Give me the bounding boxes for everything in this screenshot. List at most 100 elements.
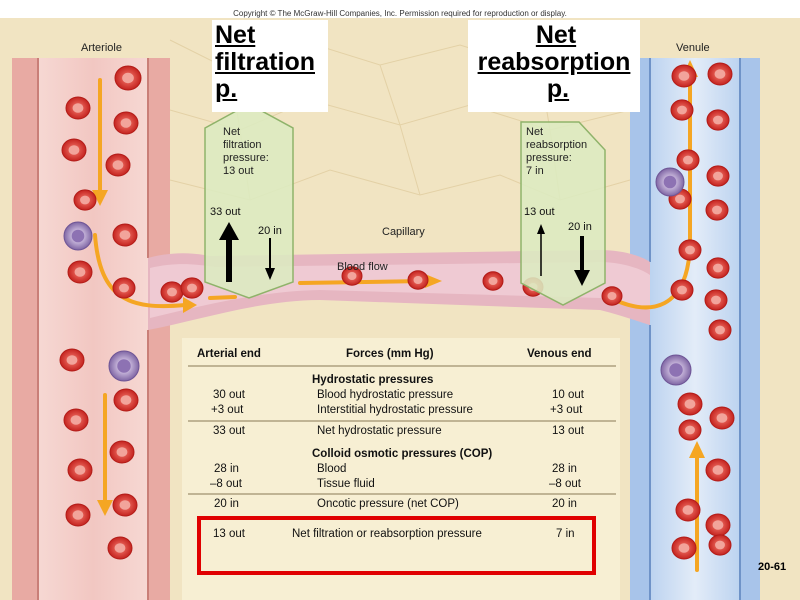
net-pressure-label: Net filtration or reabsorption pressure	[292, 528, 482, 540]
red-blood-cell	[708, 319, 732, 341]
table-cell: 28 in	[214, 463, 239, 475]
arteriole-lumen	[38, 58, 148, 600]
red-blood-cell	[105, 153, 131, 177]
red-blood-cell	[61, 138, 87, 162]
red-blood-cell	[113, 388, 139, 412]
venule-label: Venule	[676, 42, 710, 54]
filtration-callout-text: Net filtration pressure: 13 out	[223, 126, 269, 178]
blood-flow-label: Blood flow	[337, 261, 388, 273]
red-blood-cell	[704, 289, 728, 311]
red-blood-cells	[59, 62, 735, 560]
net-pressure-highlight-box	[197, 516, 596, 575]
table-cell: Oncotic pressure (net COP)	[317, 498, 459, 510]
table-cell: 13 out	[552, 425, 584, 437]
table-cell: 28 in	[552, 463, 577, 475]
copyright-notice: Copyright © The McGraw-Hill Companies, I…	[233, 9, 567, 18]
reabsorption-in-label: 20 in	[568, 221, 592, 233]
table-cell: Interstitial hydrostatic pressure	[317, 404, 473, 416]
red-blood-cell	[180, 277, 204, 299]
red-blood-cell	[67, 260, 93, 284]
net-pressure-arterial: 13 out	[213, 528, 245, 540]
white-blood-cell	[63, 221, 93, 251]
white-blood-cells	[63, 167, 692, 386]
red-blood-cell	[112, 493, 138, 517]
reabsorption-heading-line: p.	[546, 75, 570, 103]
capillary-label: Capillary	[382, 226, 425, 238]
table-cell: +3 out	[550, 404, 583, 416]
red-blood-cell	[671, 536, 697, 560]
table-cell: Blood	[317, 463, 347, 475]
red-blood-cell	[705, 199, 729, 221]
table-rules	[188, 365, 616, 495]
reabsorption-in-arrowhead	[574, 270, 590, 286]
table-header-venous: Venous end	[527, 348, 592, 360]
filtration-out-arrowhead	[219, 222, 239, 240]
table-cell: 20 in	[552, 498, 577, 510]
table-header-arterial: Arterial end	[197, 348, 261, 360]
red-blood-cell	[670, 99, 694, 121]
red-blood-cell	[676, 149, 700, 171]
red-blood-cell	[708, 534, 732, 556]
callout-line: pressure:	[223, 152, 269, 164]
table-cell: +3 out	[211, 404, 244, 416]
red-blood-cell	[59, 348, 85, 372]
section-title-hydrostatic: Hydrostatic pressures	[312, 374, 434, 386]
table-cell: Tissue fluid	[317, 478, 375, 490]
callout-line: Net	[223, 126, 241, 138]
reabsorption-out-label: 13 out	[524, 206, 555, 218]
white-blood-cell	[660, 354, 692, 386]
net-pressure-venous: 7 in	[556, 528, 575, 540]
table-cell: –8 out	[210, 478, 242, 490]
venule-wall-lines	[649, 58, 741, 600]
forces-table-panel	[182, 338, 620, 600]
red-blood-cell	[675, 498, 701, 522]
red-blood-cell	[407, 270, 429, 290]
red-blood-cell	[601, 286, 623, 306]
filtration-heading-line: p.	[215, 75, 238, 103]
table-cell: 30 out	[213, 389, 245, 401]
callout-line: reabsorption	[526, 139, 588, 151]
red-blood-cell	[705, 513, 731, 537]
table-cell: –8 out	[549, 478, 581, 490]
reabsorption-heading-line: reabsorption	[477, 48, 631, 76]
red-blood-cell	[707, 62, 733, 86]
callout-line: Net	[526, 126, 544, 138]
reabsorption-heading-line: Net	[535, 21, 577, 49]
red-blood-cell	[112, 223, 138, 247]
table-cell: 10 out	[552, 389, 584, 401]
red-blood-cell	[706, 257, 730, 279]
red-blood-cell	[709, 406, 735, 430]
reabsorption-heading: Net reabsorption p.	[470, 22, 638, 103]
arteriole-wall-lines	[37, 58, 149, 600]
red-blood-cell	[114, 65, 142, 91]
table-header-forces: Forces (mm Hg)	[346, 348, 434, 360]
section-title-colloid: Colloid osmotic pressures (COP)	[312, 448, 493, 460]
red-blood-cell	[73, 189, 97, 211]
callout-line: 7 in	[526, 165, 544, 177]
filtration-heading: Net filtration p.	[215, 22, 315, 103]
filtration-heading-bg	[212, 20, 328, 112]
red-blood-cell	[112, 277, 136, 299]
reabsorption-callout	[520, 121, 606, 306]
red-blood-cell	[678, 239, 702, 261]
filtration-out-label: 33 out	[210, 206, 241, 218]
red-blood-cell	[706, 109, 730, 131]
red-blood-cell	[671, 64, 697, 88]
callout-line: 13 out	[223, 165, 254, 177]
table-cell: Net hydrostatic pressure	[317, 425, 442, 437]
red-blood-cell	[678, 419, 702, 441]
callout-line: pressure:	[526, 152, 572, 164]
red-blood-cell	[160, 281, 184, 303]
red-blood-cell	[670, 279, 694, 301]
red-blood-cell	[341, 266, 363, 286]
white-blood-cell	[108, 350, 140, 382]
filtration-heading-line: Net	[215, 21, 256, 49]
reabsorption-callout-text: Net reabsorption pressure: 7 in	[526, 126, 587, 178]
slide-number: 20-61	[758, 561, 787, 573]
filtration-heading-line: filtration	[215, 48, 315, 76]
filtration-in-arrowhead	[265, 268, 275, 280]
arteriole-label: Arteriole	[81, 42, 122, 54]
reabsorption-out-arrowhead	[537, 224, 545, 234]
reabsorption-heading-bg	[468, 20, 640, 112]
